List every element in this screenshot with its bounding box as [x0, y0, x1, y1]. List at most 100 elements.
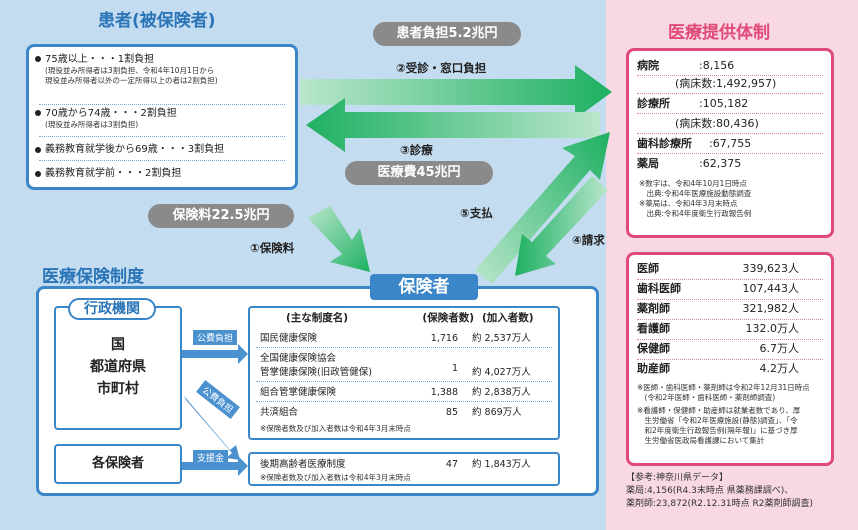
- patient-row: 義務教育就学後から69歳・・・3割負担: [35, 141, 285, 161]
- profession-value: 4.2万人: [759, 362, 800, 375]
- profession-notes: ※医師・歯科医師・薬剤師は令和2年12月31日時点 (令和2年医師・歯科医師・薬…: [637, 383, 810, 446]
- facility-name: 歯科診療所: [637, 137, 692, 150]
- public-burden-tag: 公費負担: [193, 330, 238, 345]
- facility-row: (病床数:80,436): [637, 115, 823, 134]
- profession-name: 医師: [637, 262, 659, 275]
- profession-note: 生労働省「令和2年医療施設(静態)調査」、「令: [637, 416, 798, 425]
- premium-amount-label: 保険料22.5兆円: [148, 204, 294, 228]
- profession-note: 和2年度衛生行政報告例(隔年報)」に基づき厚: [637, 426, 798, 435]
- admin-country: 国: [111, 337, 125, 353]
- table-row: 共済組合 85 約 869万人: [256, 406, 552, 420]
- facility-value: :8,156: [699, 59, 735, 72]
- header-name: (主な制度名): [286, 312, 349, 324]
- profession-note: (令和2年医師・歯科医師・薬剤師調査): [637, 393, 776, 402]
- facility-value: :105,182: [699, 97, 749, 110]
- admin-title: 行政機関: [68, 298, 156, 320]
- facility-row: (病床数:1,492,957): [637, 75, 823, 94]
- reference-line: 薬剤師:23,872(R2.12.31時点 R2薬剤師調査): [626, 499, 813, 509]
- admin-prefecture: 都道府県: [90, 359, 146, 375]
- facility-row: 歯科診療所 :67,755: [637, 135, 823, 154]
- admin-box: [54, 306, 182, 430]
- patient-row-sub: 現役並み所得者以外の一定所得以上の者は2割負担): [45, 76, 218, 85]
- cell-count: 85: [445, 407, 458, 418]
- cell-members: 約 1,843万人: [472, 459, 531, 470]
- profession-note: ※看護師・保健師・助産師は就業者数であり、厚: [637, 406, 801, 415]
- cell-members: 約 869万人: [472, 407, 522, 418]
- patient-row: 70歳から74歳・・・2割負担 (現役並み所得者は3割負担): [35, 107, 285, 137]
- reference-block: 【参考:神奈川県データ】 薬局:4,156(R4.3末時点 県薬務課調べ)、 薬…: [626, 472, 813, 511]
- facility-value: (病床数:1,492,957): [675, 77, 777, 90]
- facility-name: 診療所: [637, 97, 670, 110]
- cell-name: 組合管掌健康保険: [260, 387, 337, 398]
- profession-row: 保健師 6.7万人: [637, 339, 823, 360]
- table-row: 全国健康保険協会 管掌健康保険(旧政管健保) 1 約 4,027万人: [256, 352, 552, 382]
- claim-arrow: [515, 176, 608, 276]
- profession-row: 助産師 4.2万人: [637, 359, 823, 379]
- providers-title: 医療提供体制: [668, 23, 770, 43]
- profession-note: ※医師・歯科医師・薬剤師は令和2年12月31日時点: [637, 383, 810, 392]
- support-tag: 支援金: [193, 450, 229, 465]
- cell-count: 1,716: [430, 333, 458, 344]
- facilities-box: 病院 :8,156 (病床数:1,492,957) 診療所 :105,182 (病床…: [626, 48, 834, 238]
- admin-body: 国 都道府県 市町村: [54, 334, 182, 400]
- facility-note: 出典:令和4年度衛生行政報告例: [639, 209, 752, 218]
- facility-value: :67,755: [709, 137, 752, 150]
- payment-arrow: [475, 132, 610, 284]
- patients-title: 患者(被保険者): [98, 11, 216, 31]
- payment-label: ⑤支払: [460, 206, 493, 220]
- facility-name: 病院: [637, 59, 659, 72]
- facility-notes: ※数字は、令和4年10月1日時点 出典:令和4年医療施設動態調査 ※薬局は、令和…: [639, 179, 751, 219]
- cell-members: 約 4,027万人: [472, 367, 531, 378]
- facility-note: ※数字は、令和4年10月1日時点: [639, 179, 747, 188]
- facility-row: 診療所 :105,182: [637, 95, 823, 114]
- facility-row: 病院 :8,156: [637, 57, 823, 76]
- treatment-label: ③診療: [400, 143, 433, 157]
- patient-burden-label: 患者負担5.2兆円: [373, 22, 521, 46]
- facility-note: 出典:令和4年医療施設動態調査: [639, 189, 752, 198]
- header-count: (保険者数): [422, 312, 474, 324]
- cell-count: 47: [445, 459, 458, 470]
- profession-note: 生労働省医政局看護課において集計: [637, 436, 765, 445]
- patient-row-main: 70歳から74歳・・・2割負担: [45, 108, 177, 119]
- insurer-table: (主な制度名) (保険者数) (加入者数) 国民健康保険 1,716 約 2,5…: [248, 306, 560, 440]
- patient-row-sub: (現役並み所得者は3割負担、令和4年10月1日から: [45, 66, 215, 75]
- connector-lines: [182, 344, 248, 476]
- patient-row-main: 義務教育就学後から69歳・・・3割負担: [45, 144, 225, 155]
- cell-name: 全国健康保険協会: [260, 353, 337, 364]
- premium-arrow: [308, 206, 370, 272]
- reference-title: 【参考:神奈川県データ】: [626, 473, 729, 483]
- visit-label: ②受診・窓口負担: [396, 61, 487, 75]
- each-insurer-box: 各保険者: [54, 444, 182, 484]
- cell-name: 国民健康保険: [260, 333, 318, 344]
- profession-value: 6.7万人: [759, 342, 800, 355]
- profession-name: 歯科医師: [637, 282, 681, 295]
- treatment-arrow: [306, 98, 600, 152]
- facility-value: (病床数:80,436): [675, 117, 759, 130]
- profession-name: 助産師: [637, 362, 670, 375]
- profession-name: 保健師: [637, 342, 670, 355]
- patient-row-main: 義務教育就学前・・・2割負担: [45, 168, 182, 179]
- elder-table: 後期高齢者医療制度 47 約 1,843万人 ※保険者数及び加入者数は令和4年3…: [248, 452, 560, 486]
- facility-value: :62,375: [699, 157, 742, 170]
- facility-name: 薬局: [637, 157, 659, 170]
- patient-row: 義務教育就学前・・・2割負担: [35, 165, 285, 185]
- facility-note: ※薬局は、令和4年3月末時点: [639, 199, 738, 208]
- table-row: 後期高齢者医療制度 47 約 1,843万人: [256, 458, 552, 472]
- cell-name: 共済組合: [260, 407, 299, 418]
- cell-name: 後期高齢者医療制度: [260, 459, 346, 470]
- medical-cost-label: 医療費45兆円: [345, 161, 493, 185]
- patient-row-main: 75歳以上・・・1割負担: [45, 54, 155, 65]
- header-members: (加入者数): [482, 312, 534, 324]
- claim-label: ④請求: [572, 233, 605, 247]
- profession-name: 看護師: [637, 322, 670, 335]
- system-title: 医療保険制度: [42, 267, 144, 287]
- elder-note: ※保険者数及び加入者数は令和4年3月末時点: [260, 473, 411, 482]
- visit-arrow: [300, 65, 612, 119]
- table-row: 組合管掌健康保険 1,388 約 2,838万人: [256, 386, 552, 402]
- patient-row-sub: (現役並み所得者は3割負担): [45, 120, 139, 129]
- cell-name: 管掌健康保険(旧政管健保): [260, 367, 372, 378]
